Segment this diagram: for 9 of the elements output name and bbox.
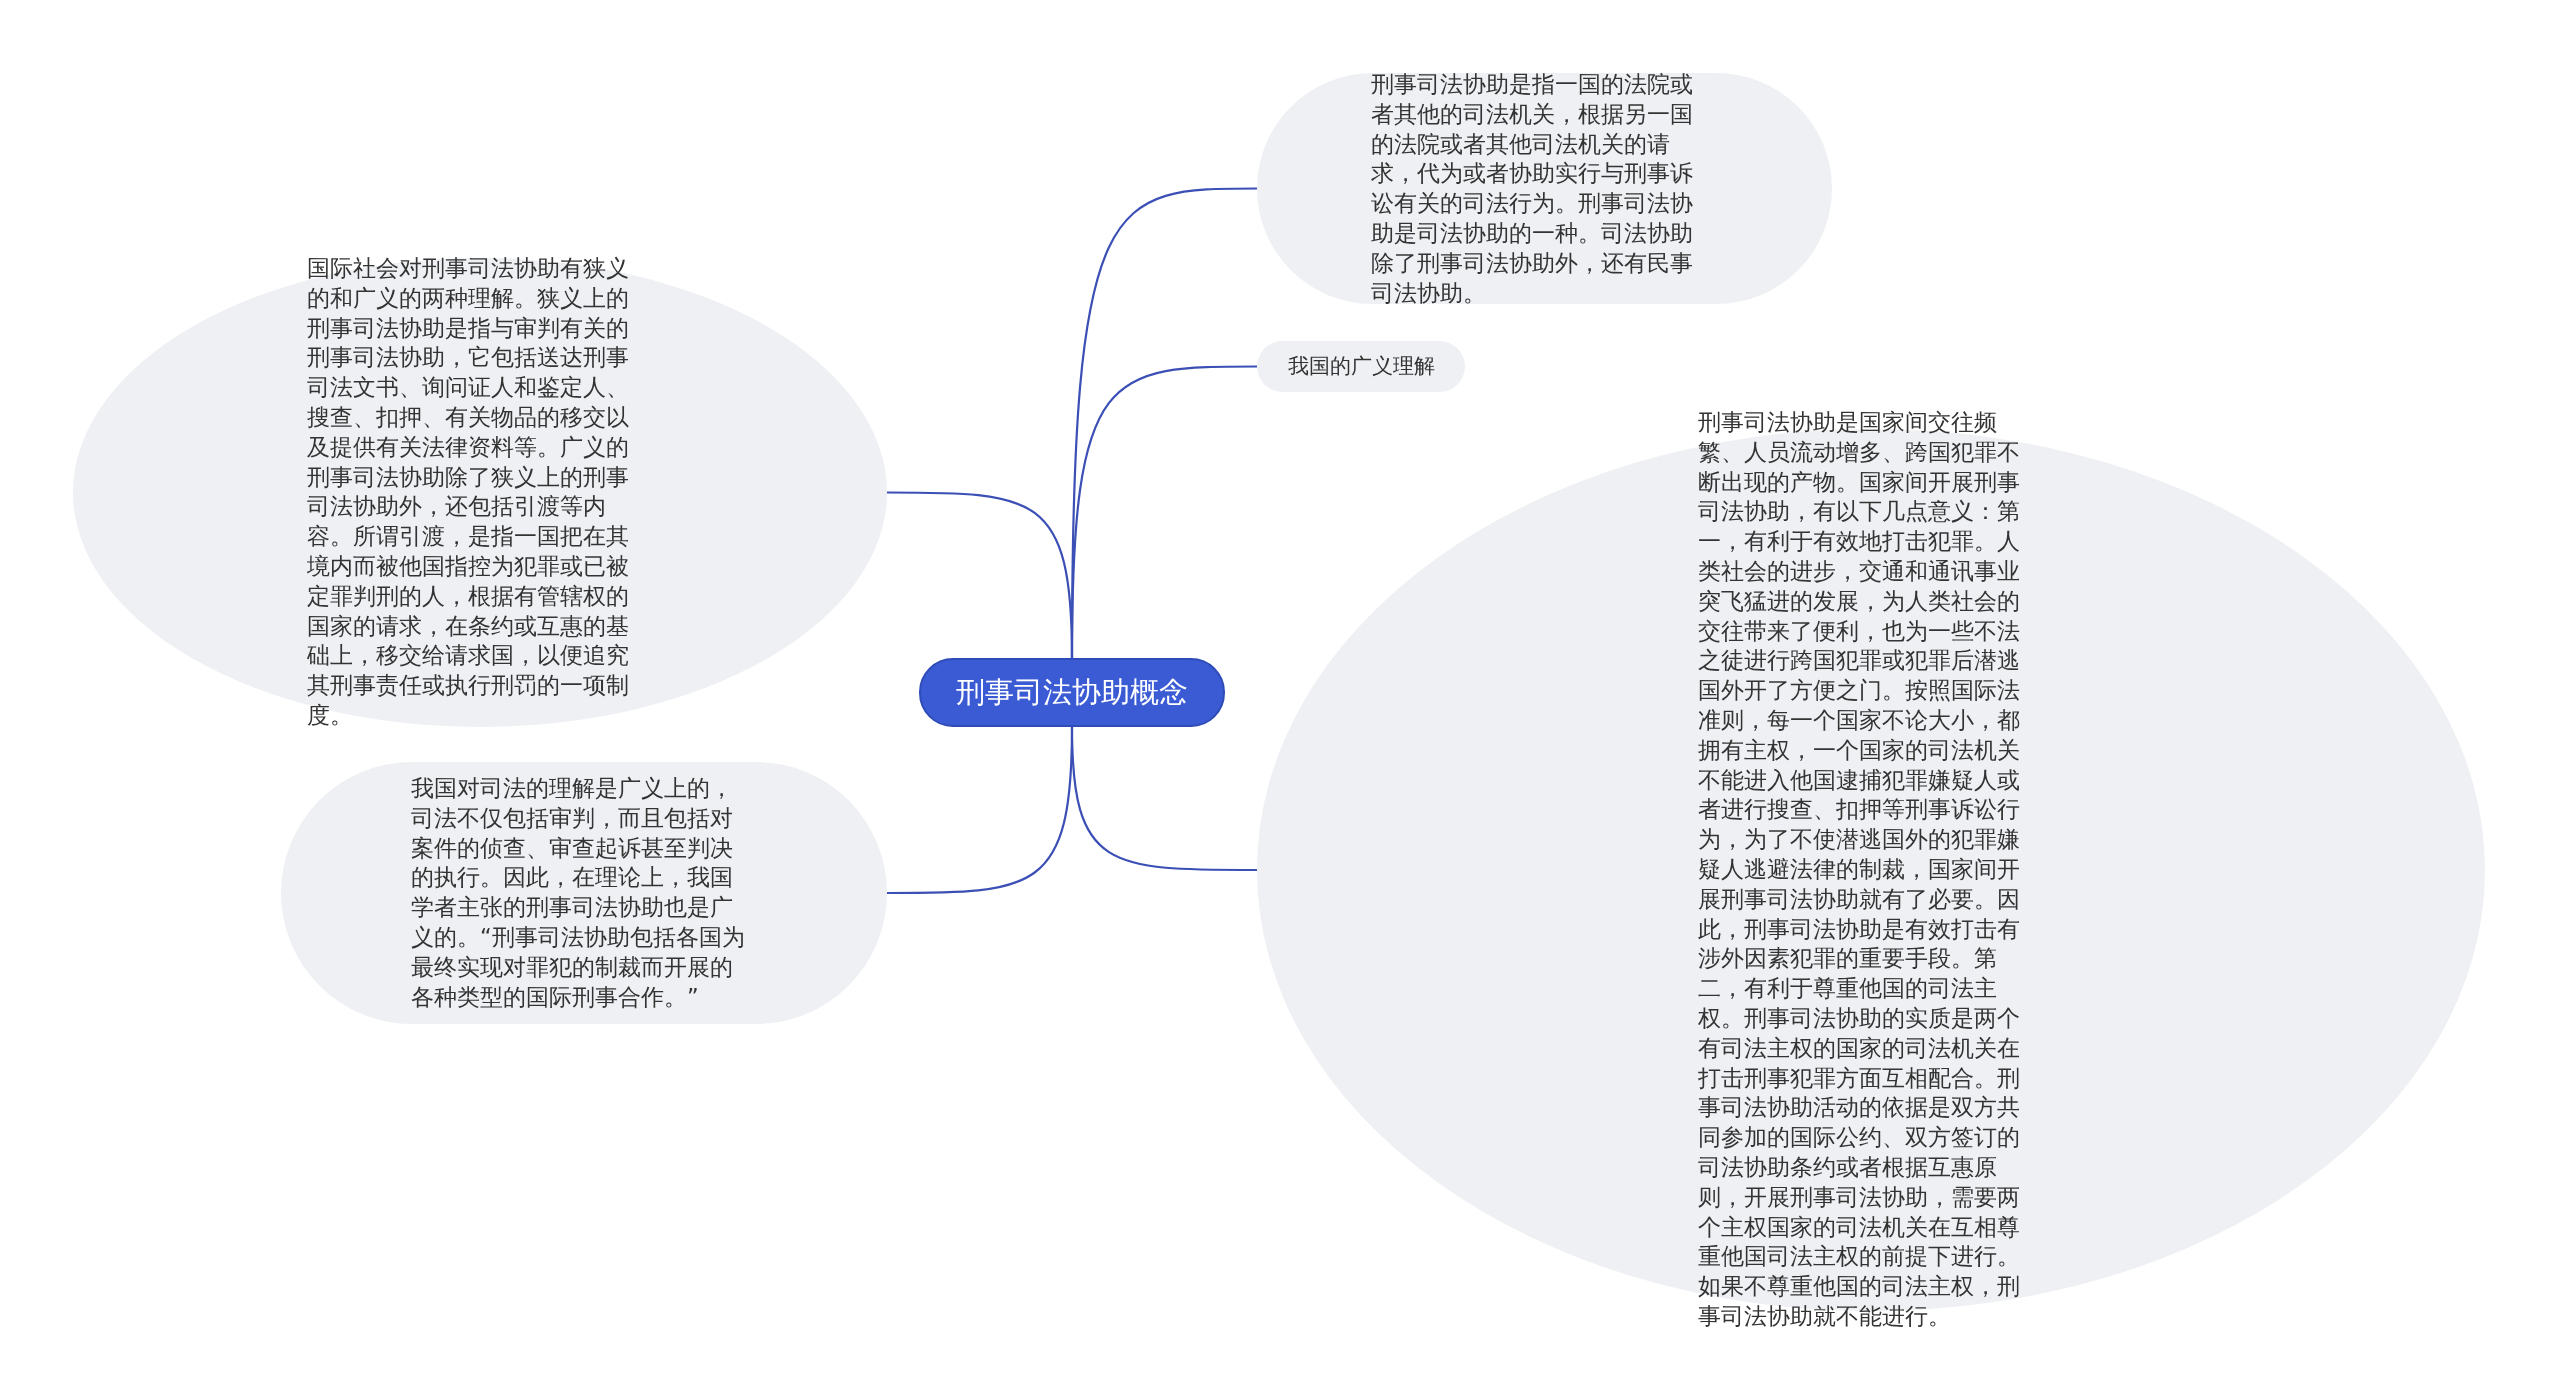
topic-text: 我国的广义理解 xyxy=(1286,353,1436,380)
topic-text: 我国对司法的理解是广义上的，司法不仅包括审判，而且包括对案件的侦查、审查起诉甚至判决的执行。因此，在理论上，我国学者主张的刑事司法协助也是广义的。“刑事司法协助包括各国为最终实现对罪犯的制裁而开展的各种类型的国际刑事合作。” xyxy=(411,774,746,1012)
connector-line xyxy=(887,726,1074,895)
topic-bubble xyxy=(1257,341,1465,392)
connector-line xyxy=(887,491,1074,659)
topic-text: 刑事司法协助是指一国的法院或者其他的司法机关，根据另一国的法院或者其他司法机关的请求，代为或者协助实行与刑事诉讼有关的司法行为。刑事司法协助是司法协助的一种。司法协助除了刑事司法协助外，还有民事司法协助。 xyxy=(1371,70,1694,308)
topic-text: 刑事司法协助概念 xyxy=(955,674,1189,710)
topic-text: 刑事司法协助是国家间交往频繁、人员流动增多、跨国犯罪不断出现的产物。国家间开展刑事司法协助，有以下几点意义：第一，有利于有效地打击犯罪。人类社会的进步，交通和通讯事业突飞猛进的发展，为人类社会的交往带来了便利，也为一些不法之徒进行跨国犯罪或犯罪后潜逃国外开了方便之门。按照国际法准则，每一个国家不论大小，都拥有主权，一个国家的司法机关不能进入他国逮捕犯罪嫌疑人或者进行搜查、扣押等刑事诉讼行为，为了不使潜逃国外的犯罪嫌疑人逃避法律的制裁，国家间开展刑事司法协助就有了必要。因此，刑事司法协助是有效打击有涉外因素犯罪的重要手段。第二，有利于尊重他国的司法主权。刑事司法协助的实质是两个有司法主权的国家的司法机关在打击刑事犯罪方面互相配合。刑事司法协助活动的依据是双方共同参加的国际公约、双方签订的司法协助条约或者根据互惠原则，开展刑事司法协助，需要两个主权国家的司法机关在互相尊重他国司法主权的前提下进行。如果不尊重他国的司法主权，刑事司法协助就不能进行。 xyxy=(1698,408,2021,1331)
topic-text: 国际社会对刑事司法协助有狭义的和广义的两种理解。狭义上的刑事司法协助是指与审判有关的刑事司法协助，它包括送达刑事司法文书、询问证人和鉴定人、搜查、扣押、有关物品的移交以及提供有关法律资料等。广义的刑事司法协助除了狭义上的刑事司法协助外，还包括引渡等内容。所谓引渡，是指一国把在其境内而被他国指控为犯罪或已被定罪判刑的人，根据有管辖权的国家的请求，在条约或互惠的基础上，移交给请求国，以便追究其刑事责任或执行刑罚的一项制度。 xyxy=(307,254,630,730)
